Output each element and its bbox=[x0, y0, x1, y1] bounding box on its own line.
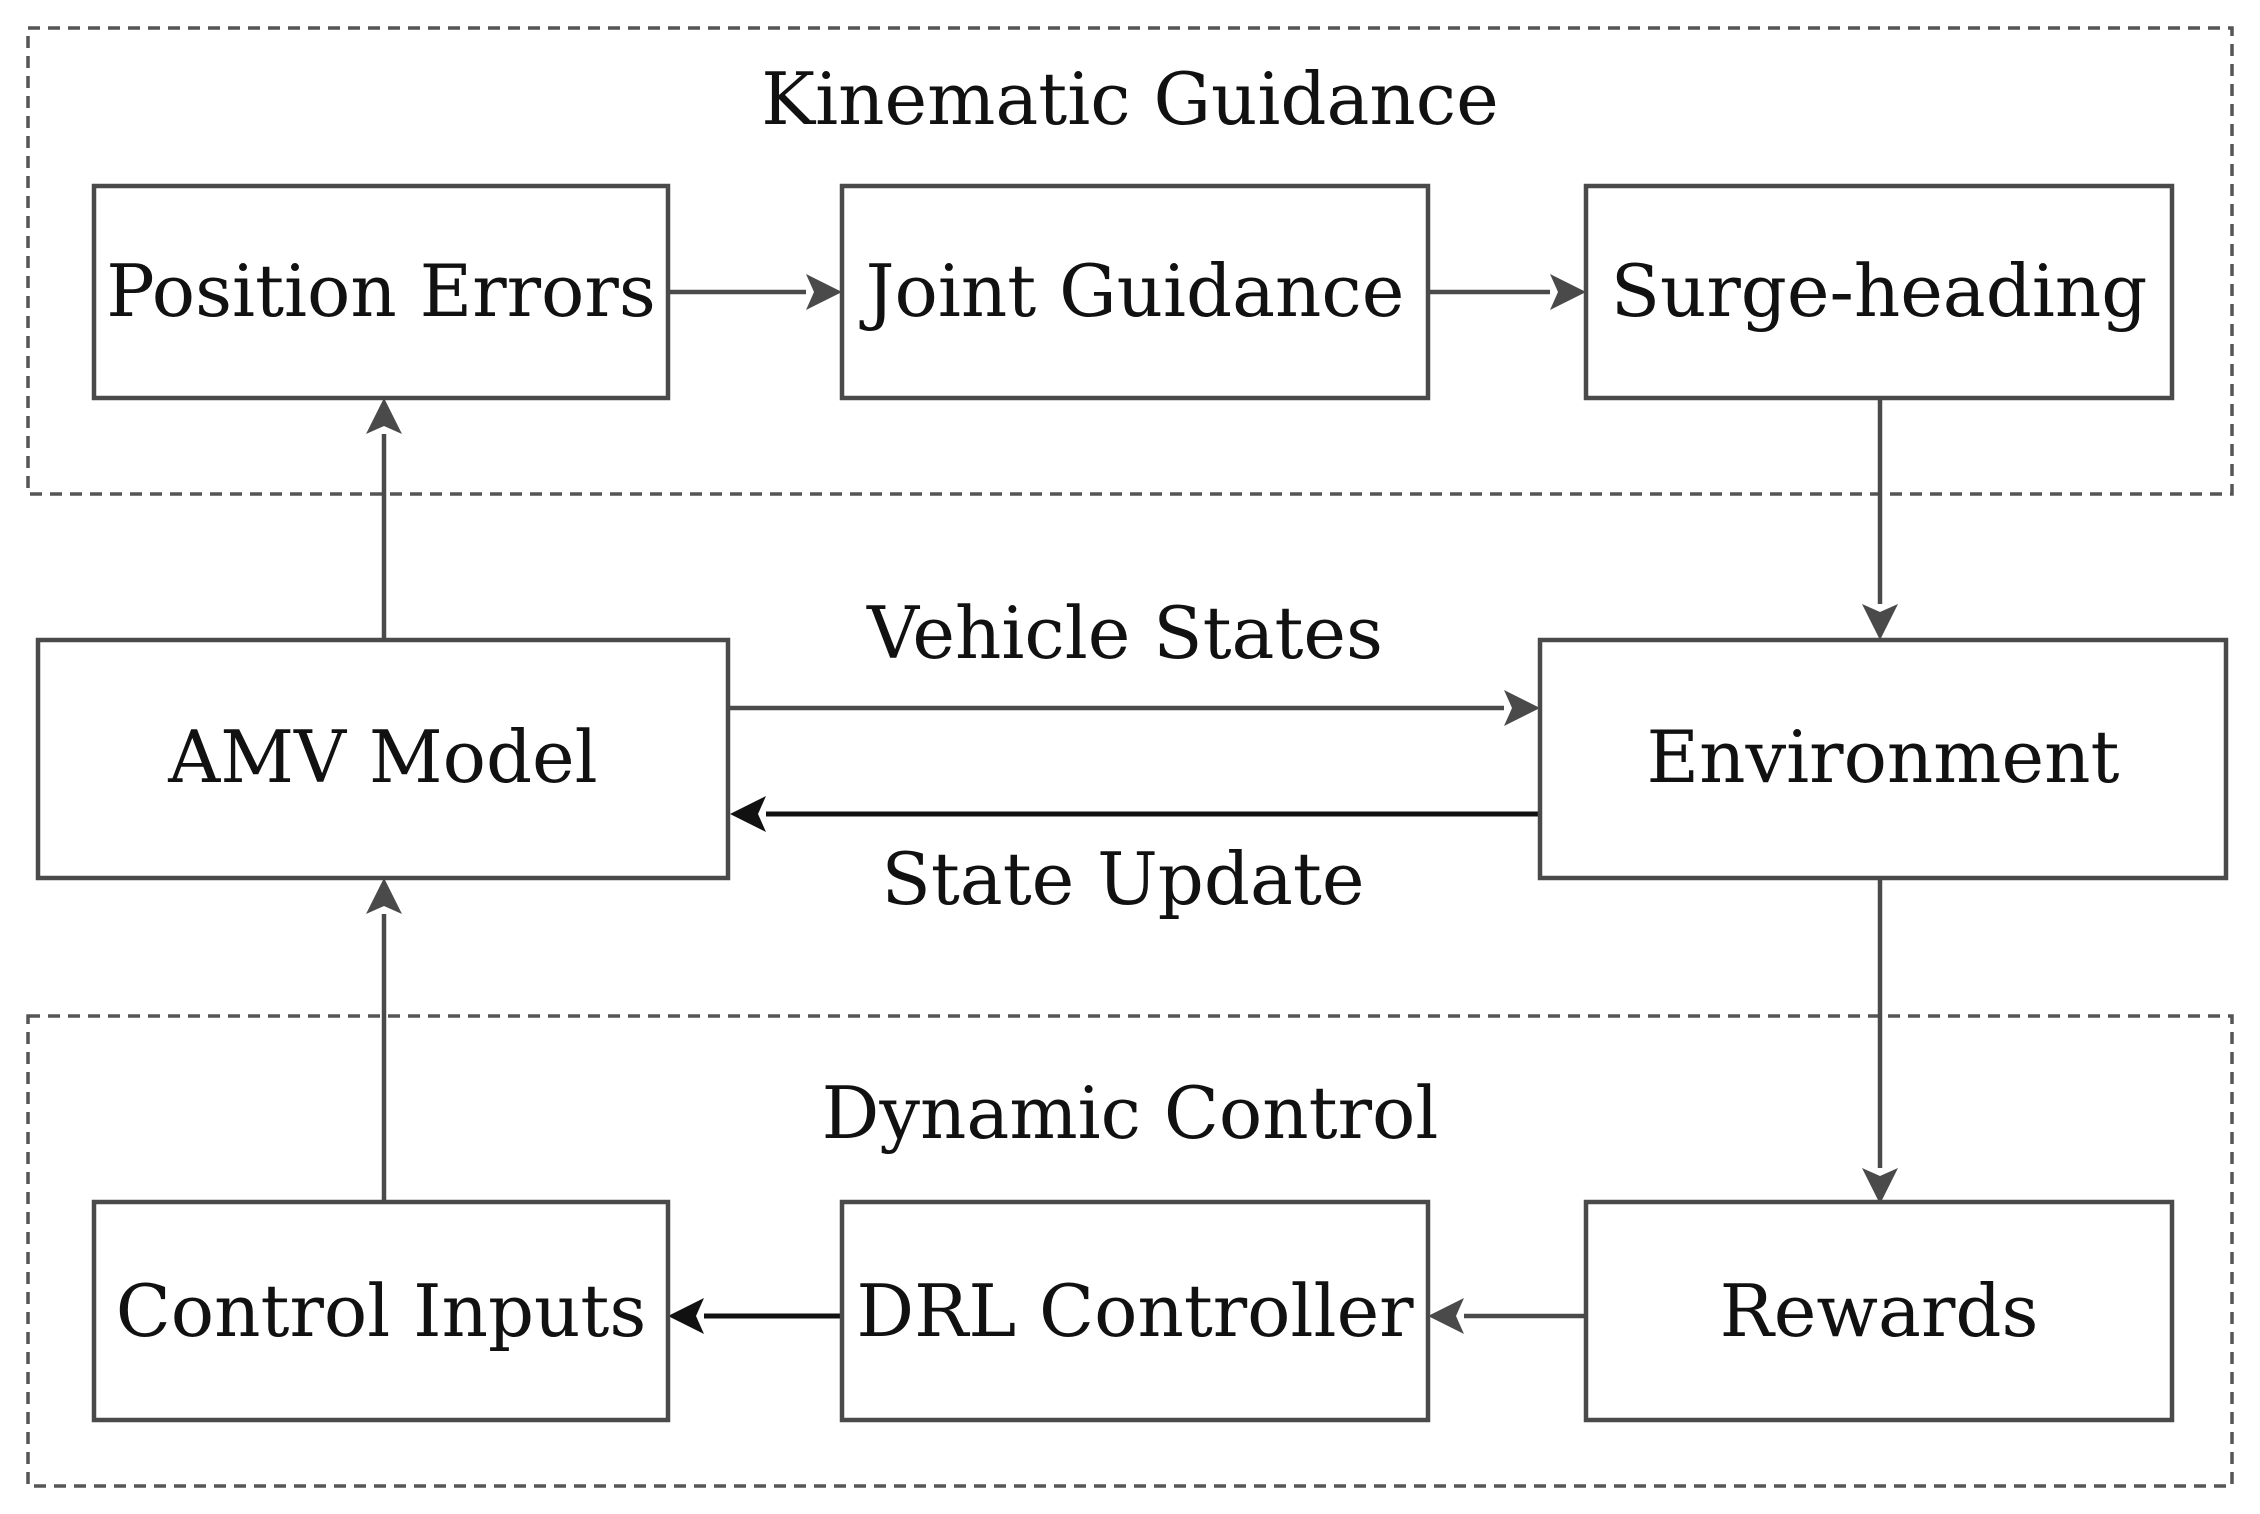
node-amv-model: AMV Model bbox=[35, 637, 731, 881]
amv-model-label: AMV Model bbox=[167, 715, 597, 799]
environment-label: Environment bbox=[1647, 715, 2120, 799]
edge-state-update bbox=[730, 796, 1538, 832]
edge-amv-to-position bbox=[366, 398, 402, 640]
node-surge-heading: Surge-heading bbox=[1583, 183, 2175, 401]
node-environment: Environment bbox=[1537, 637, 2229, 881]
position-errors-label: Position Errors bbox=[106, 249, 656, 333]
node-position-errors: Position Errors bbox=[91, 183, 671, 401]
drl-controller-label: DRL Controller bbox=[856, 1269, 1414, 1353]
kinematic-guidance-group bbox=[26, 26, 2234, 496]
node-control-inputs: Control Inputs bbox=[91, 1199, 671, 1423]
vehicle-states-label: Vehicle States bbox=[866, 591, 1383, 675]
edge-environment-to-rewards bbox=[1862, 878, 1898, 1204]
control-inputs-label: Control Inputs bbox=[116, 1269, 647, 1353]
node-drl-controller: DRL Controller bbox=[839, 1199, 1431, 1423]
joint-guidance-label: Joint Guidance bbox=[859, 249, 1405, 333]
dynamic-control-label: Dynamic Control bbox=[822, 1071, 1439, 1155]
edge-rewards-to-drl bbox=[1428, 1298, 1586, 1334]
dynamic-control-group bbox=[26, 1014, 2234, 1488]
state-update-label: State Update bbox=[882, 837, 1365, 921]
edge-drl-to-control-inputs bbox=[668, 1298, 842, 1334]
edge-control-inputs-to-amv bbox=[366, 878, 402, 1202]
edge-vehicle-states bbox=[730, 690, 1540, 726]
rewards-label: Rewards bbox=[1720, 1269, 2039, 1353]
node-joint-guidance: Joint Guidance bbox=[839, 183, 1431, 401]
kinematic-guidance-label: Kinematic Guidance bbox=[761, 57, 1498, 141]
surge-heading-label: Surge-heading bbox=[1611, 249, 2148, 333]
edge-surge-to-environment bbox=[1862, 398, 1898, 640]
node-rewards: Rewards bbox=[1583, 1199, 2175, 1423]
edge-joint-to-surge bbox=[1428, 274, 1586, 310]
edge-position-to-joint bbox=[668, 274, 842, 310]
